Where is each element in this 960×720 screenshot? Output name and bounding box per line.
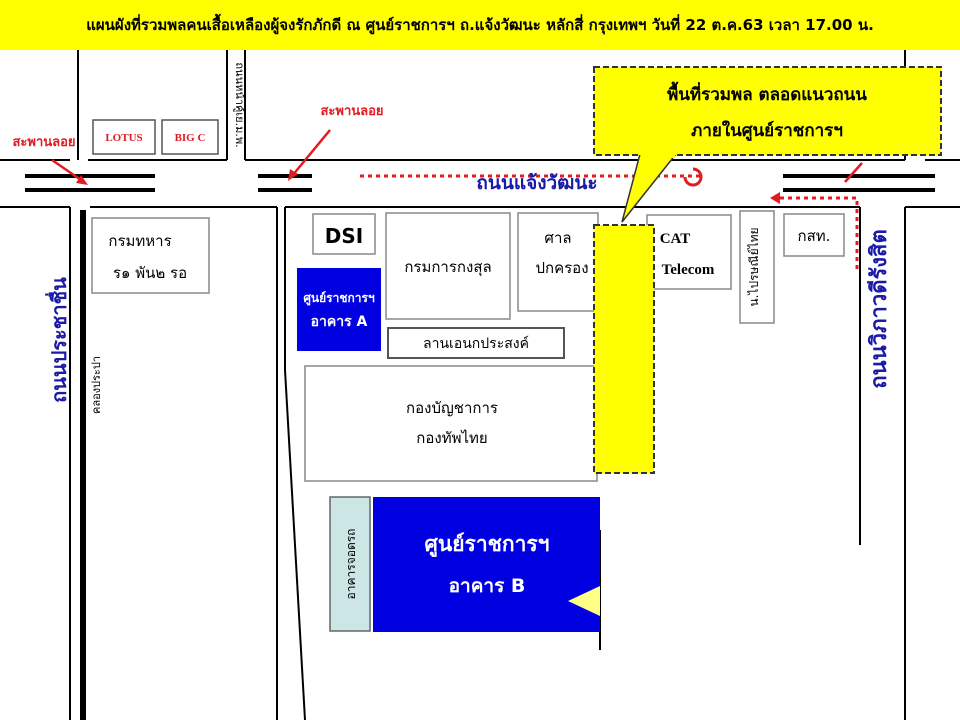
parking-building — [329, 496, 371, 632]
map-title: แผนผังที่รวมพลคนเสื้อเหลืองผู้จงรักภักดี… — [86, 16, 874, 34]
military-hq-building — [304, 365, 598, 482]
bridge-left-label: สะพานลอย — [12, 135, 75, 150]
bridge-right-arrow — [844, 162, 863, 183]
chaengwattana-road-label: ถนนแจ้งวัฒนะ — [476, 172, 597, 194]
parking-label: อาคารจอดรถ — [344, 529, 358, 600]
dsi-label: DSI — [325, 224, 363, 248]
military-hq-label-2: กองทัพไทย — [416, 429, 487, 447]
cat-label-2: Telecom — [662, 262, 715, 278]
lotus-label: LOTUS — [105, 132, 142, 144]
bridge-center-label: สะพานลอย — [320, 104, 383, 119]
plaza-label: ลานเอนกประสงค์ — [423, 335, 529, 352]
callout-box — [593, 66, 942, 156]
u-turn-mark — [683, 167, 703, 187]
bigc-label: BIG C — [175, 132, 206, 144]
alley-label: ถนนหน้าคู้เย.ม.พ. — [233, 62, 246, 147]
route-dotted-line-right — [780, 196, 859, 272]
building-a-label-1: ศูนย์ราชการฯ — [303, 291, 375, 306]
building-b-label-2: อาคาร B — [449, 575, 526, 597]
prachachuen-road-label: ถนนประชาชื่น — [44, 277, 71, 403]
dsi-building — [312, 213, 376, 255]
court-label-2: ปกครอง — [535, 259, 588, 277]
pedestrian-bridges — [25, 174, 935, 192]
building-a — [297, 268, 381, 351]
canal-label: คลองประปา — [90, 356, 103, 414]
callout-line-1: พื้นที่รวมพล ตลอดแนวถนน — [667, 81, 867, 105]
building-b-label-1: ศูนย์ราชการฯ — [425, 532, 550, 558]
building-b-entrance-marker — [568, 586, 600, 616]
callout-line-2: ภายในศูนย์ราชการฯ — [691, 120, 843, 142]
post-office-building — [739, 210, 775, 324]
post-office-label: น.ไปรษณีย์ไทย — [747, 227, 761, 306]
bigc-store — [161, 119, 219, 155]
building-b — [373, 497, 600, 632]
vibhavadi-road-label: ถนนวิภาวดีรังสิต — [867, 229, 892, 389]
kst-building — [783, 213, 845, 257]
route-arrow-head — [770, 192, 780, 204]
consular-building — [385, 212, 511, 320]
cat-telecom-building — [646, 214, 732, 290]
bridge-left-arrow — [51, 158, 85, 184]
map-canvas: LOTUS BIG C ถนนหน้าคู้เย.ม.พ. ถนนแจ้งวัฒ… — [0, 50, 960, 720]
lotus-store — [92, 119, 156, 155]
kst-label: กสท. — [798, 227, 831, 245]
army-unit-label-1: กรมทหาร — [108, 232, 171, 250]
bridge-center-arrow — [291, 129, 331, 177]
building-a-label-2: อาคาร A — [311, 314, 368, 330]
gathering-area-highlight — [593, 224, 655, 474]
bridge-left-arrow-head — [76, 175, 88, 185]
army-unit-building — [91, 217, 210, 294]
bridge-center-arrow-head — [288, 169, 298, 181]
military-hq-label-1: กองบัญชาการ — [406, 399, 498, 417]
consular-label: กรมการกงสุล — [404, 258, 491, 277]
title-bar: แผนผังที่รวมพลคนเสื้อเหลืองผู้จงรักภักดี… — [0, 0, 960, 50]
court-label-1: ศาล — [544, 229, 571, 247]
callout-pointer — [621, 153, 678, 223]
court-building — [517, 212, 599, 312]
cat-label-1: CAT — [660, 231, 691, 247]
plaza-area — [387, 327, 565, 359]
callout-pointer-mask — [641, 150, 675, 158]
army-unit-label-2: ร๑ พัน๒ รอ — [113, 264, 187, 282]
